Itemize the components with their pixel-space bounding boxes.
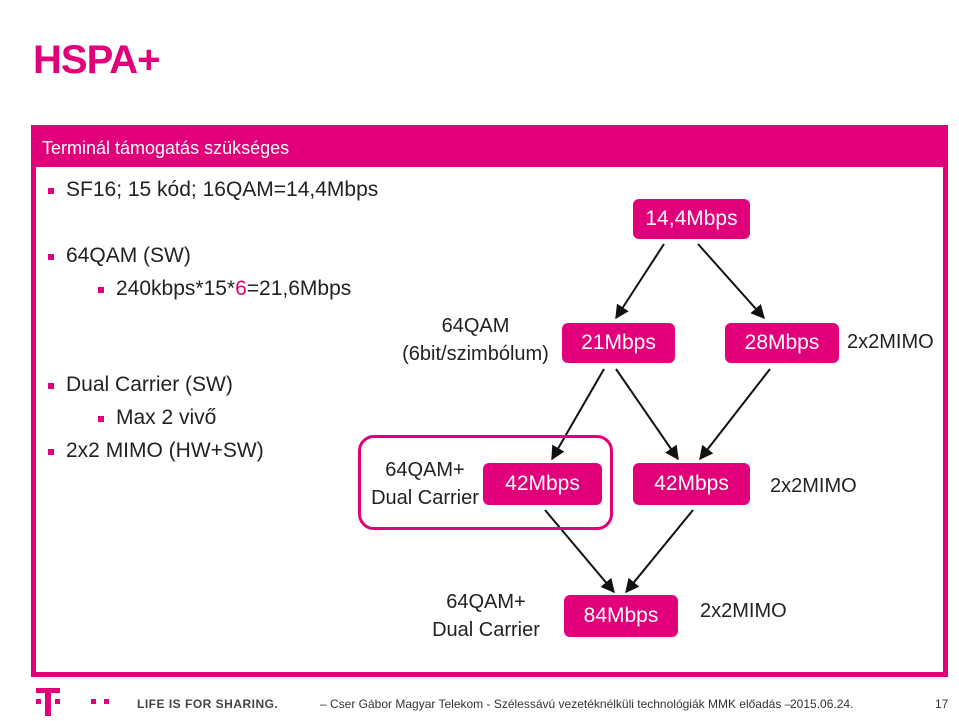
box-14-4mbps: 14,4Mbps xyxy=(633,199,750,239)
label-64qam-line1: 64QAM xyxy=(441,315,510,337)
bullet-240kbps-post: =21,6Mbps xyxy=(246,277,352,300)
arrow-top-to-21 xyxy=(615,243,665,320)
label-dual-carrier-line1: 64QAM+ xyxy=(385,459,465,481)
bullet-240kbps-highlight: 6 xyxy=(235,277,247,300)
content-panel: Terminál támogatás szükséges xyxy=(31,125,948,677)
bullet-64qam: 64QAM (SW) xyxy=(48,244,191,267)
highlight-frame xyxy=(358,435,613,530)
label-84-mimo: 2x2MIMO xyxy=(700,600,787,622)
arrow-21-to-42left xyxy=(551,368,605,461)
page-title: HSPA+ xyxy=(33,38,161,82)
bullet-sf16: SF16; 15 kód; 16QAM=14,4Mbps xyxy=(47,178,379,201)
label-64qam: 64QAM (6bit/szimbólum) xyxy=(398,312,553,368)
bullet-dual-carrier: Dual Carrier (SW) xyxy=(48,373,233,396)
footer-text: – Cser Gábor Magyar Telekom - Szélessávú… xyxy=(320,697,792,711)
box-84mbps: 84Mbps xyxy=(564,595,678,637)
box-42mbps-right: 42Mbps xyxy=(633,463,750,505)
footer-slogan: LIFE IS FOR SHARING. xyxy=(137,697,279,711)
label-bottom-line2: Dual Carrier xyxy=(432,619,540,641)
label-bottom-dual-carrier: 64QAM+ Dual Carrier xyxy=(422,588,550,644)
arrow-top-to-28 xyxy=(697,243,765,320)
bullet-max-2-vivo: Max 2 vivő xyxy=(97,406,217,429)
arrow-28-to-42right xyxy=(699,368,771,461)
label-42-mimo: 2x2MIMO xyxy=(770,475,857,497)
arrow-21-to-42right xyxy=(615,368,679,461)
label-bottom-line1: 64QAM+ xyxy=(446,591,526,613)
label-64qam-line2: (6bit/szimbólum) xyxy=(402,343,549,365)
panel-header-text: Terminál támogatás szükséges xyxy=(42,138,290,158)
panel-header: Terminál támogatás szükséges xyxy=(36,130,943,167)
label-dual-carrier-line2: Dual Carrier xyxy=(371,487,479,509)
page-number: 17 xyxy=(935,697,949,711)
label-dual-carrier: 64QAM+ Dual Carrier xyxy=(365,456,485,512)
box-28mbps: 28Mbps xyxy=(725,323,839,363)
bullet-240kbps-pre: 240kbps*15* xyxy=(116,277,236,300)
bullet-2x2-mimo: 2x2 MIMO (HW+SW) xyxy=(48,439,264,462)
bullet-240kbps: 240kbps*15*6=21,6Mbps xyxy=(97,277,352,301)
footer-date: 2015.06.24. xyxy=(790,697,854,711)
arrow-42right-to-84 xyxy=(625,509,694,594)
arrow-42left-to-84 xyxy=(544,509,615,594)
box-21mbps: 21Mbps xyxy=(562,323,675,363)
telekom-logo-icon xyxy=(36,688,116,721)
box-42mbps-left: 42Mbps xyxy=(483,463,602,505)
label-28-mimo: 2x2MIMO xyxy=(847,331,934,353)
